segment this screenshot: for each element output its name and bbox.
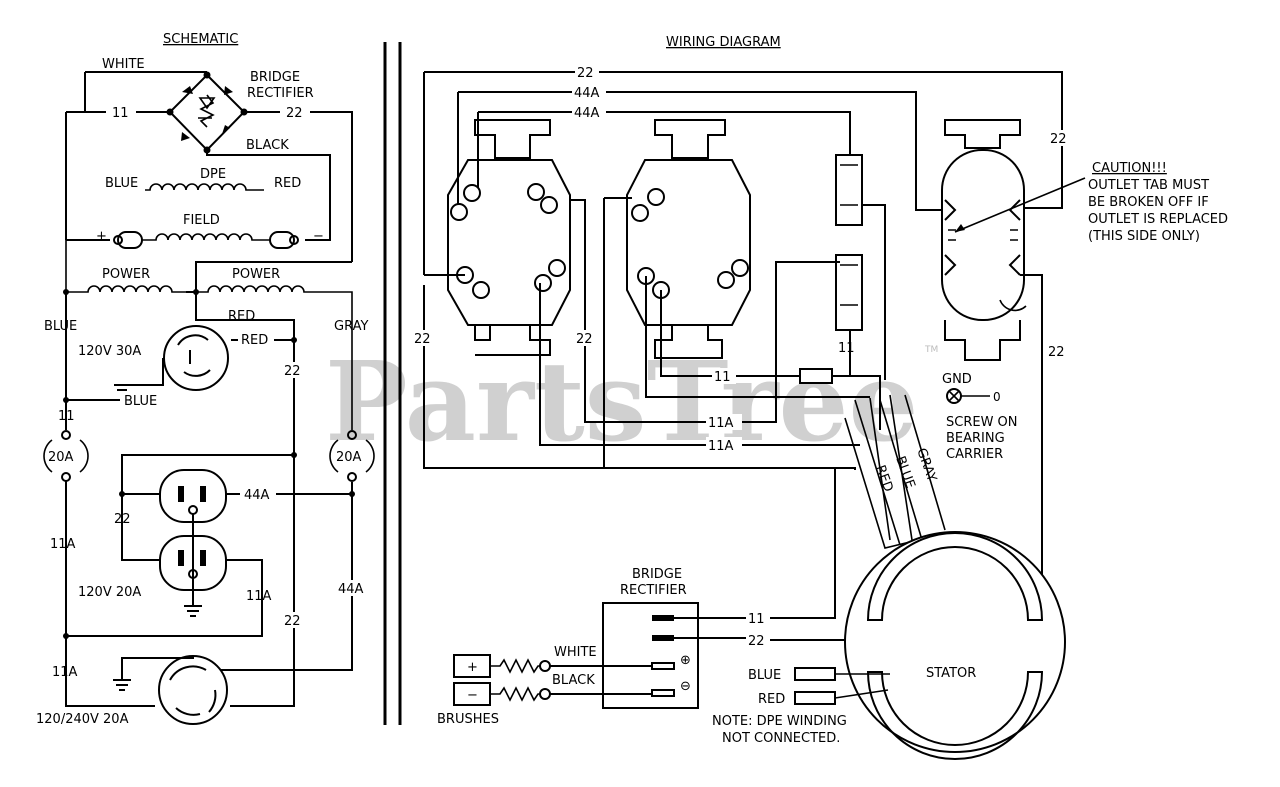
sch-wire-22-left: 22 xyxy=(114,512,131,527)
brushes-label: BRUSHES xyxy=(437,712,499,727)
lead-red: RED xyxy=(872,463,895,494)
field-winding xyxy=(142,233,270,241)
wd-11-br: 11 xyxy=(748,612,765,627)
sch-field-minus: − xyxy=(313,229,324,244)
outlet-30a xyxy=(941,119,1027,361)
sch-label-bridge-1: BRIDGE xyxy=(250,70,300,85)
sch-label-bridge-2: RECTIFIER xyxy=(247,86,314,101)
wd-11a-b: 11A xyxy=(708,439,734,454)
wd-11-breaker: 11 xyxy=(838,341,855,356)
sch-gray-side: GRAY xyxy=(334,319,368,334)
wd-22-mid: 22 xyxy=(576,332,593,347)
watermark: PartsTree xyxy=(325,337,919,466)
rect-minus-icon: ⊖ xyxy=(680,679,691,694)
power-winding-1 xyxy=(65,240,186,293)
breaker-1 xyxy=(835,154,863,226)
sch-fuse-left-amp: 20A xyxy=(48,450,74,465)
stator-label: STATOR xyxy=(926,666,976,681)
sch-44a-recept: 44A xyxy=(244,488,270,503)
brush-minus-shape xyxy=(269,231,295,249)
sch-dpe-red: RED xyxy=(274,176,301,191)
sch-field-plus: + xyxy=(96,229,107,244)
wd-11a-a: 11A xyxy=(708,416,734,431)
bridge-rectifier-box xyxy=(602,602,699,709)
outlet-1 xyxy=(447,119,571,356)
wd-bridge-2: RECTIFIER xyxy=(620,583,687,598)
svg-text:0: 0 xyxy=(993,390,1001,404)
wd-22-top: 22 xyxy=(577,66,594,81)
wd-black: BLACK xyxy=(552,673,595,688)
wd-bridge-1: BRIDGE xyxy=(632,567,682,582)
watermark-tm: TM xyxy=(924,345,938,355)
sch-fuse-left-num: 11 xyxy=(58,409,75,424)
power-winding-2 xyxy=(196,285,353,430)
caution-line-1: OUTLET TAB MUST xyxy=(1088,178,1209,193)
screw-line-2: BEARING xyxy=(946,431,1005,446)
screw-line-1: SCREW ON xyxy=(946,415,1018,430)
note-line-2: NOT CONNECTED. xyxy=(722,731,840,746)
wiring-section: WIRING DIAGRAM 22 44A 44A 22 xyxy=(412,35,1228,760)
wiring-title: WIRING DIAGRAM xyxy=(666,35,781,50)
wd-22-far-right: 22 xyxy=(1048,345,1065,360)
sch-44a-right: 44A xyxy=(338,582,364,597)
caution-line-3: OUTLET IS REPLACED xyxy=(1088,212,1228,227)
sch-120-240v-20a: 120/240V 20A xyxy=(36,712,129,727)
rect-plus-icon: ⊕ xyxy=(680,653,691,668)
wd-22-left: 22 xyxy=(414,332,431,347)
sch-power-left: POWER xyxy=(102,267,150,282)
sch-red-30a: RED xyxy=(241,333,268,348)
sch-blue-30a: BLUE xyxy=(124,394,157,409)
sch-power-right: POWER xyxy=(232,267,280,282)
schematic-bridge-rectifier xyxy=(166,71,248,154)
sch-wire-22: 22 xyxy=(286,106,303,121)
caution-line-2: BE BROKEN OFF IF xyxy=(1088,195,1209,210)
ground-symbol-3 xyxy=(113,656,194,691)
breaker-2 xyxy=(835,254,863,331)
schematic-title: SCHEMATIC xyxy=(163,32,238,47)
wd-22-right-top: 22 xyxy=(1050,132,1067,147)
caution-line-4: (THIS SIDE ONLY) xyxy=(1088,229,1200,244)
brush-minus: − xyxy=(467,688,478,703)
sch-120v-30a: 120V 30A xyxy=(78,344,141,359)
wd-11-mid: 11 xyxy=(714,370,731,385)
ground-symbol-2 xyxy=(184,514,202,617)
sch-label-black: BLACK xyxy=(246,138,289,153)
wd-44a-second: 44A xyxy=(574,106,600,121)
sch-120v-20a: 120V 20A xyxy=(78,585,141,600)
note-line-1: NOTE: DPE WINDING xyxy=(712,714,847,729)
sch-dpe-label: DPE xyxy=(200,167,226,182)
wd-22-br: 22 xyxy=(748,634,765,649)
sch-11a-left: 11A xyxy=(50,537,76,552)
sch-wire-11: 11 xyxy=(112,106,129,121)
screw-line-3: CARRIER xyxy=(946,447,1003,462)
wd-red: RED xyxy=(758,692,785,707)
ground-symbol-1 xyxy=(114,358,164,396)
wd-white: WHITE xyxy=(554,645,597,660)
sch-wire-22-lower: 22 xyxy=(284,614,301,629)
gnd-label: GND xyxy=(942,372,972,387)
dpe-winding xyxy=(145,183,264,191)
sch-field-label: FIELD xyxy=(183,213,220,228)
sch-11a-recept: 11A xyxy=(246,589,272,604)
sch-dpe-blue: BLUE xyxy=(105,176,138,191)
schematic-section: SCHEMATIC WHITE BRIDGE RECTIFIER 11 22 B… xyxy=(36,32,375,727)
stator: STATOR xyxy=(844,531,1066,760)
sch-label-white: WHITE xyxy=(102,57,145,72)
splice-connector xyxy=(799,368,833,384)
brush-plus: + xyxy=(467,660,478,675)
wd-blue: BLUE xyxy=(748,668,781,683)
sch-red-upper: RED xyxy=(228,309,255,324)
sch-11a-bottom: 11A xyxy=(52,665,78,680)
sch-wire-22-right: 22 xyxy=(284,364,301,379)
wd-44a-top: 44A xyxy=(574,86,600,101)
sch-fuse-right-amp: 20A xyxy=(336,450,362,465)
sch-blue-side: BLUE xyxy=(44,319,77,334)
caution-title: CAUTION!!! xyxy=(1092,161,1167,176)
